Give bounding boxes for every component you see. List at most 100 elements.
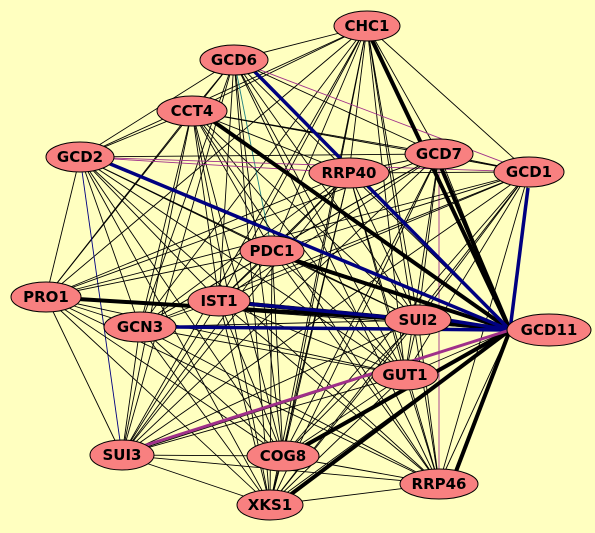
edge-gcd6-gcd11 [251,68,512,332]
node-label: GCD2 [57,148,103,166]
edge-cct4-sui3 [121,110,193,456]
edge-gcd2-sui3 [79,156,123,456]
edge-gcd2-ist1 [79,156,220,302]
node-label: GCD1 [506,163,552,181]
node-sui2[interactable]: SUI2 [384,304,452,336]
edge-chc1-gcn3 [139,25,368,328]
node-label: IST1 [200,292,237,310]
edge-cct4-pro1 [45,110,193,298]
node-cct4[interactable]: CCT4 [156,95,228,127]
node-label: GCD6 [211,51,257,69]
edge-gcd6-rrp40 [233,59,350,174]
edge-gcd11-xks1 [288,328,512,497]
edge-chc1-xks1 [269,25,368,506]
node-gcd11[interactable]: GCD11 [506,313,592,347]
node-shape [333,10,401,42]
edge-pdc1-cog8 [271,250,284,457]
node-pro1[interactable]: PRO1 [10,281,82,313]
node-rrp40[interactable]: RRP40 [308,157,390,189]
node-gut1[interactable]: GUT1 [371,359,439,391]
edge-gcd2-pro1 [45,156,81,298]
edge-gcd2-rrp40 [79,156,350,174]
edge-gcd2-gcn3 [79,156,141,328]
edge-gcd6-gcd1 [233,59,530,173]
edge-sui3-gcd11 [139,328,511,449]
edge-chc1-gcd1 [366,25,530,173]
edge-cct4-gcd1 [191,110,530,173]
node-gcn3[interactable]: GCN3 [103,311,177,343]
edge-gcd2-sui2 [79,156,419,321]
edge-chc1-rrp40 [348,25,368,174]
node-label: GUT1 [382,366,427,384]
edge-gcd6-sui3 [121,59,235,456]
edge-chc1-sui3 [121,25,368,456]
edge-gcd2-gut1 [79,156,406,376]
node-sui3[interactable]: SUI3 [89,439,155,471]
node-chc1[interactable]: CHC1 [333,10,401,42]
node-shape [384,304,452,336]
edge-sui2-xks1 [269,319,419,506]
node-label: RRP40 [322,164,377,182]
edge-sui2-sui3 [121,319,419,456]
edge-gcd6-gut1 [233,59,406,376]
node-shape [156,95,228,127]
node-gcd7[interactable]: GCD7 [404,138,474,170]
edge-gcd1-gut1 [404,171,530,376]
node-label: PDC1 [250,242,295,260]
edge-chc1-gcd2 [79,25,368,158]
node-gcd1[interactable]: GCD1 [493,156,565,188]
edge-cct4-pdc1 [191,110,273,252]
node-label: RRP46 [412,475,467,493]
edge-gcd2-gcd1 [79,156,530,173]
edge-gcn3-gcd11 [175,325,511,332]
edge-pdc1-gcd11 [289,257,511,332]
edge-gcd7-gcd11 [438,164,512,331]
edge-rrp46-gcd11 [453,329,512,475]
edge-pro1-gut1 [45,296,406,376]
edges-layer [45,25,530,506]
edge-cct4-gcd11 [208,117,512,332]
edge-pdc1-pro1 [45,250,273,298]
node-shape [239,235,305,267]
node-shape [506,313,592,347]
node-label: SUI3 [102,446,141,464]
edge-ist1-rrp46 [218,300,440,485]
edge-gcn3-gut1 [139,326,406,376]
node-shape [10,281,82,313]
edge-sui2-rrp46 [417,319,440,485]
node-shape [404,138,474,170]
node-rrp46[interactable]: RRP46 [399,468,479,500]
edge-gcn3-xks1 [139,326,271,506]
edge-pro1-cog8 [45,296,284,457]
node-label: SUI2 [398,311,437,329]
node-shape [103,311,177,343]
edge-chc1-cog8 [282,25,368,457]
node-shape [187,285,251,317]
edge-gcd2-gcd11 [107,161,511,332]
node-gcd2[interactable]: GCD2 [45,141,115,173]
edge-pdc1-sui3 [121,250,273,456]
edge-gcd7-cog8 [282,153,440,457]
edge-gut1-sui3 [121,374,406,456]
edge-cct4-rrp46 [191,110,440,485]
edge-chc1-gcd7 [366,25,440,155]
node-shape [246,440,320,472]
edge-gcn3-sui3 [121,326,141,456]
edge-gcd7-gut1 [404,153,440,376]
edge-gcn3-cog8 [139,326,284,457]
node-gcd6[interactable]: GCD6 [199,44,269,76]
edge-ist1-sui2 [218,299,419,322]
edge-gut1-xks1 [269,374,406,506]
node-ist1[interactable]: IST1 [187,285,251,317]
node-cog8[interactable]: COG8 [246,440,320,472]
node-label: COG8 [260,447,307,465]
edge-gcd1-gcd11 [508,187,530,331]
edge-sui2-cog8 [282,319,419,457]
node-xks1[interactable]: XKS1 [236,489,304,521]
node-shape [308,157,390,189]
edge-pdc1-rrp46 [271,250,440,485]
node-pdc1[interactable]: PDC1 [239,235,305,267]
node-label: GCD7 [416,145,462,163]
node-shape [371,359,439,391]
